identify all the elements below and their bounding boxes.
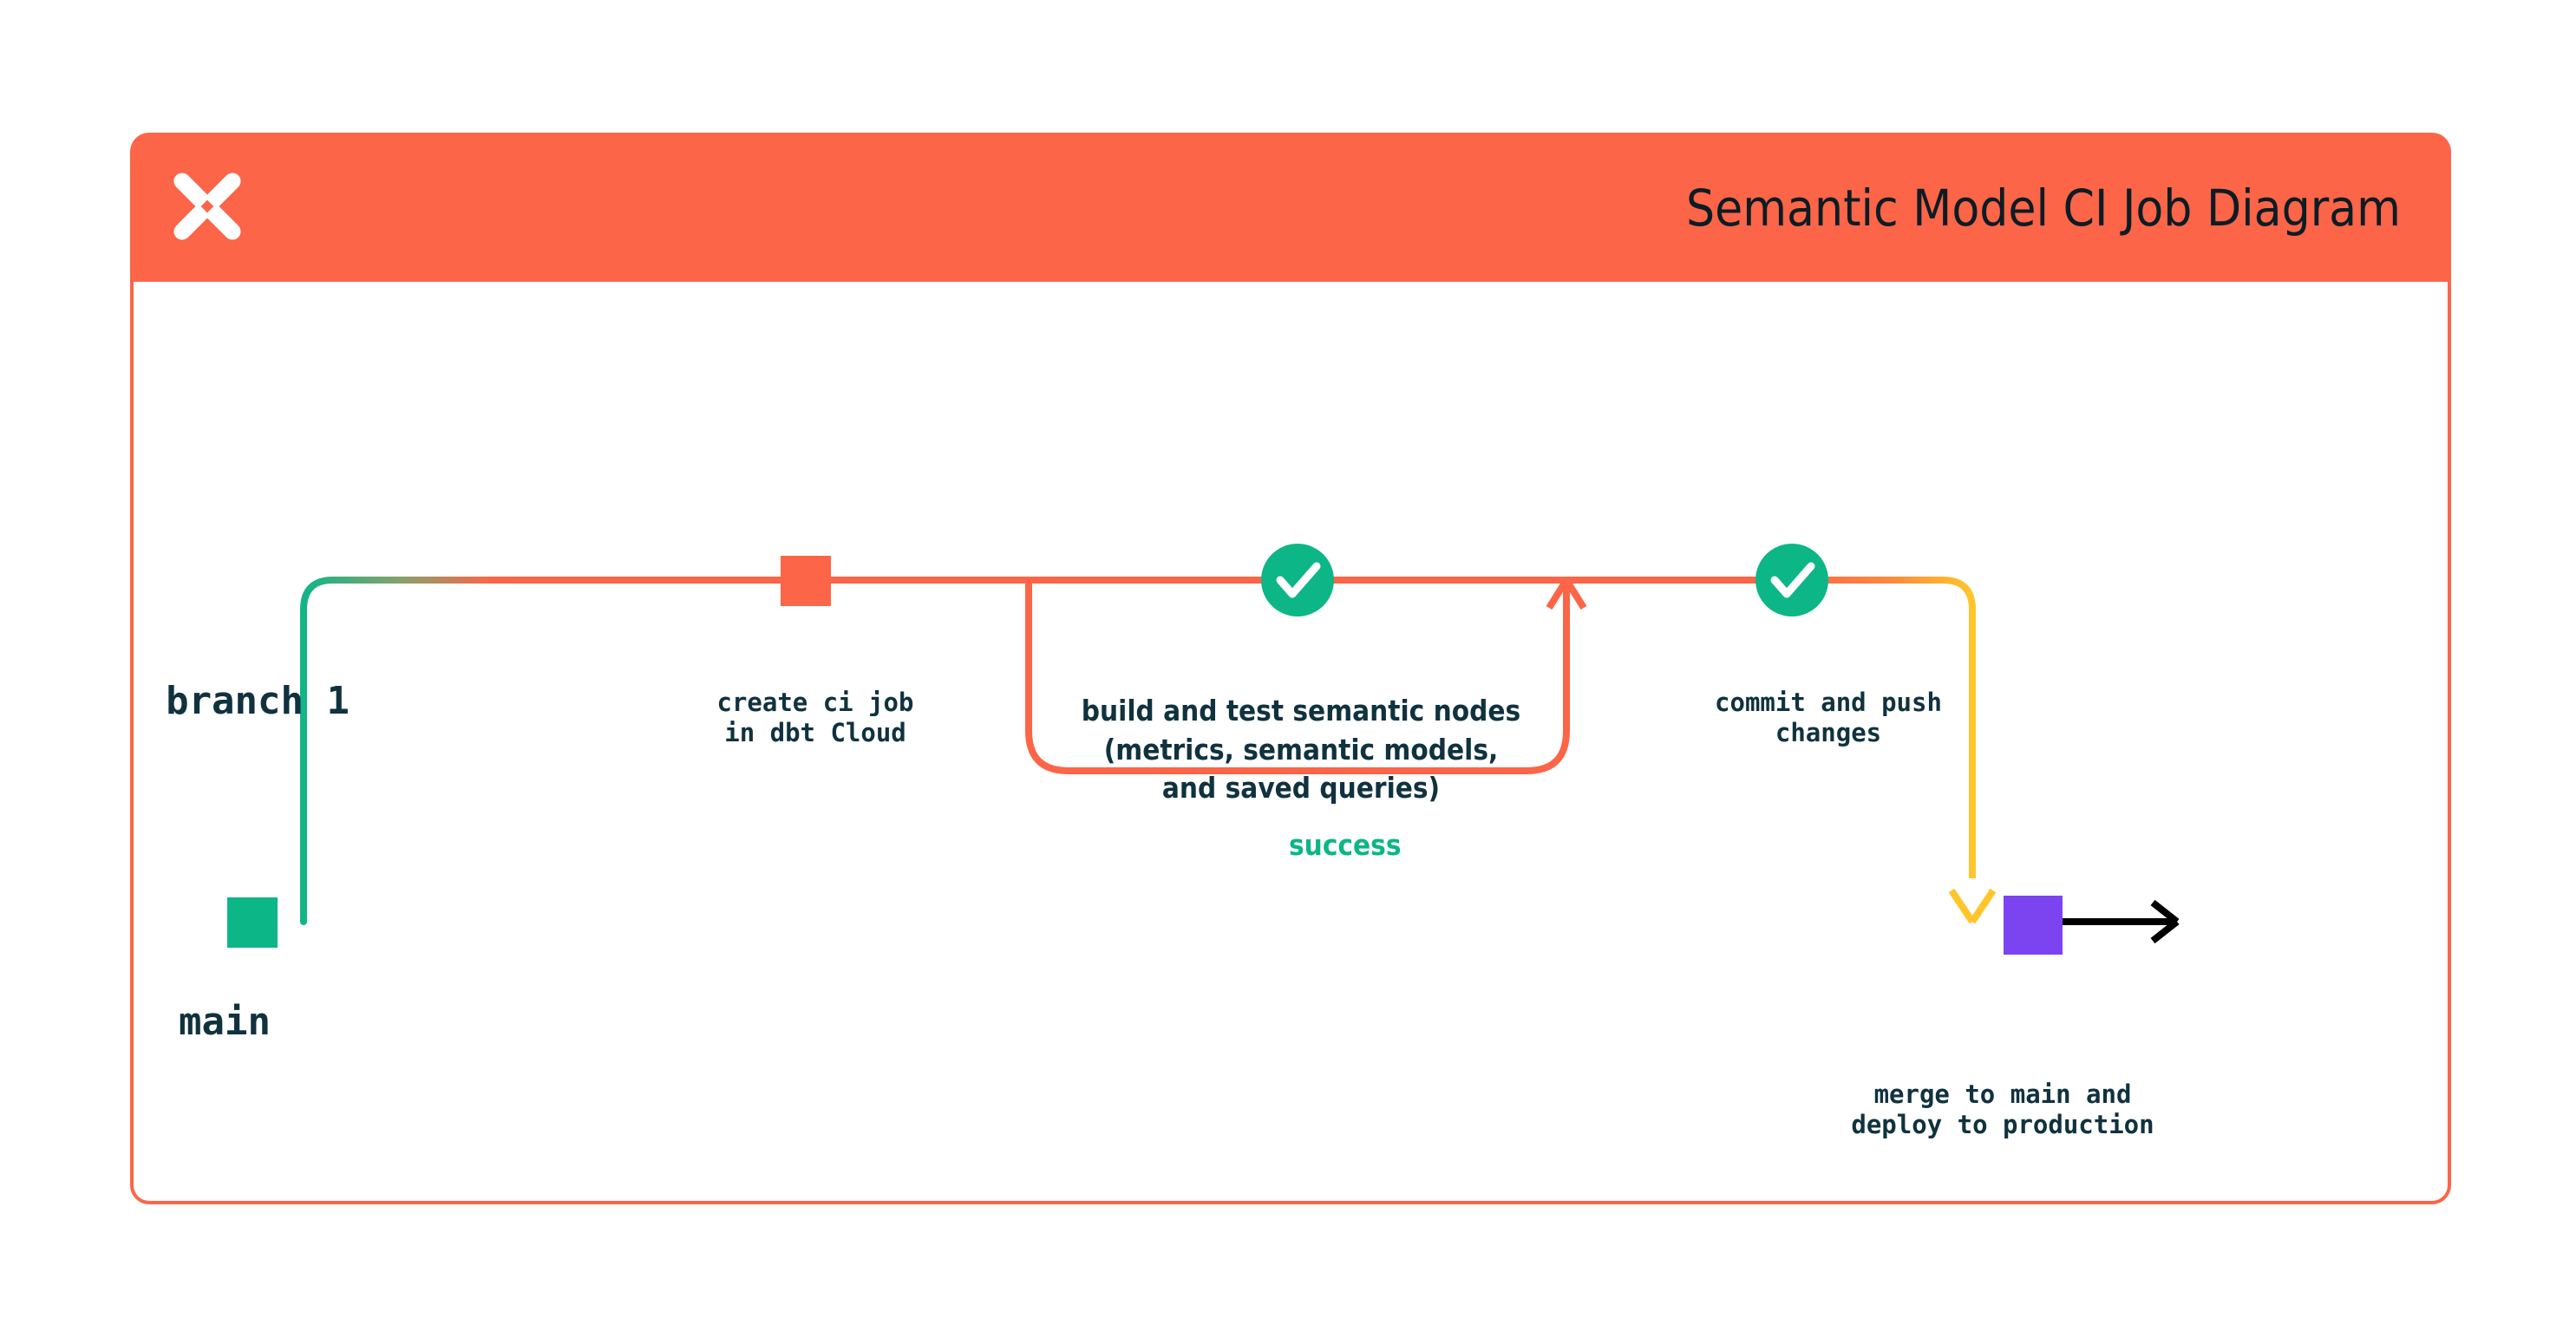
page-title: Semantic Model CI Job Diagram	[1685, 179, 2401, 238]
branch-label-branch-1: branch 1	[166, 679, 350, 723]
success-loop-path	[1025, 580, 1570, 774]
check-icon	[1276, 562, 1321, 598]
node-label-merge-to-main: merge to main and deploy to production	[1851, 1079, 2154, 1140]
check-icon	[1770, 562, 1815, 598]
node-merge-to-main	[2004, 896, 2063, 955]
node-main-start	[227, 897, 278, 948]
node-build-and-test	[1261, 544, 1334, 616]
diagram-canvas: branch 1 main create ci job in dbt Cloud…	[130, 133, 2451, 1204]
branch-fork-line	[300, 577, 758, 925]
node-label-build-and-test: build and test semantic nodes (metrics, …	[1081, 694, 1521, 805]
merge-down-line	[1792, 577, 1976, 878]
success-loop-arrowhead-icon	[1546, 577, 1587, 610]
node-label-commit-and-push: commit and push changes	[1715, 688, 1942, 748]
card-header: Semantic Model CI Job Diagram	[130, 133, 2451, 284]
node-label-create-ci-job: create ci job in dbt Cloud	[716, 688, 914, 748]
node-create-ci-job	[781, 556, 831, 606]
main-continue-arrowhead-icon	[2150, 899, 2180, 944]
edge-label-success: success	[1277, 828, 1414, 862]
dbt-x-logo-icon	[165, 164, 250, 249]
branch-label-main: main	[179, 1000, 271, 1044]
diagram-card: Semantic Model CI Job Diagram	[130, 133, 2451, 1204]
merge-arrowhead-icon	[1948, 888, 1997, 924]
node-commit-and-push	[1755, 544, 1828, 616]
